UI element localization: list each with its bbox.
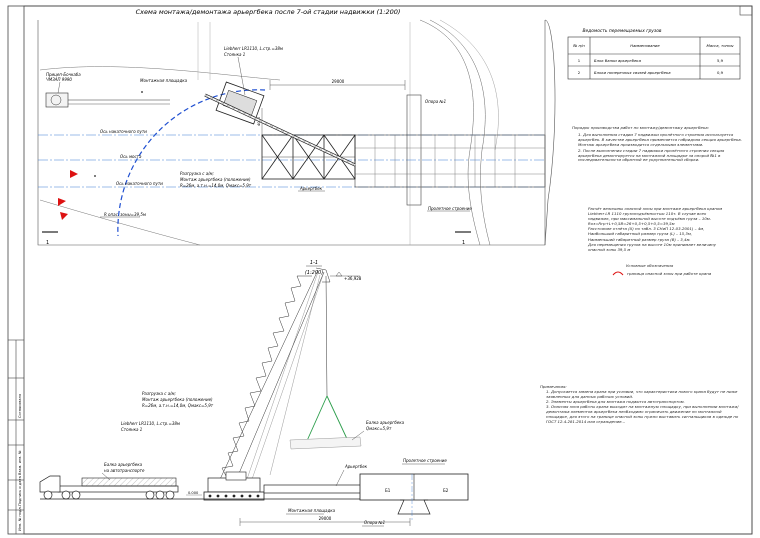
notes-block: Примечания: 1. Допускается замена крана … — [540, 384, 740, 424]
section-dim-29000: 29000 — [319, 516, 332, 521]
section-mark-left: 1 — [46, 240, 49, 246]
load-label-2: Qмакс=5,9т — [366, 426, 392, 431]
section-title: 1-1 — [310, 260, 318, 266]
procedure-item-2: 2. После выполнения стадии 7 надвижки пр… — [578, 147, 725, 163]
left-stamp: Инв. № подл. Подпись и дата Взам. инв. №… — [8, 339, 24, 534]
drawing-border — [23, 5, 753, 535]
plan-dim-29000: 29000 — [332, 79, 345, 84]
crane-spec-1: Liebherr LR1110, L.стр.=38м — [224, 46, 283, 51]
axis-track-label-2: Ось накаточного пути — [116, 181, 163, 186]
plan-sling-2: Монтаж арьергбека (положение) — [180, 177, 251, 182]
stamp-inv-label: Инв. № подл. — [18, 506, 22, 531]
trailer-label-1: Прицеп-Бочкаба — [46, 72, 81, 77]
trailer-label-2: ЧМЗАП 9990 — [46, 77, 72, 82]
zone-radius-label: R опас. зоны=39,5м — [104, 212, 146, 217]
drawing-title: Схема монтажа/демонтажа арьергбека после… — [136, 8, 401, 16]
support-label: Опора №1 — [425, 99, 446, 104]
calc-line: Rоз=Rгр+L+0,5B=26+0,5+0,5+0,5=39,5м — [588, 221, 675, 227]
table-caption: Ведомость перемещаемых грузов — [582, 28, 661, 34]
plan-view: Ось накаточного пути Ось моста Ось накат… — [37, 19, 556, 246]
procedure-heading: Порядок производства работ по монтажу/де… — [572, 125, 709, 130]
table-cell: 1 — [578, 58, 581, 63]
calc-line: Расстояние отлёта (Х) по табл. 3 СНиП 12… — [588, 226, 705, 232]
table-header-num: № п/п — [572, 43, 585, 48]
section-span-label: Пролетное строение — [403, 458, 447, 463]
table-header-mass: Масса, тонны — [706, 43, 733, 48]
loads-table: Ведомость перемещаемых грузов № п/п Наим… — [567, 28, 741, 80]
stamp-sign-label: Подпись и дата — [18, 476, 22, 506]
truck-label-2: на автотранспорте — [104, 468, 145, 473]
crane-plan — [204, 81, 356, 167]
legend-zone-symbol — [612, 271, 624, 276]
zone-arrow-3 — [60, 212, 68, 220]
calc-block: Расчёт величины опасной зоны при монтаже… — [588, 206, 748, 252]
hanging-load — [289, 436, 362, 450]
zone-arrow-2 — [58, 198, 66, 206]
span-label: Пролетное строение — [428, 206, 472, 211]
mount-area-label: Монтажная площадка — [140, 78, 188, 83]
tag-b1: Б1 — [385, 488, 391, 493]
crane-body — [203, 471, 265, 501]
crane-boom — [214, 267, 331, 491]
load-label-1: Балка арьергбека — [366, 420, 405, 425]
legend-heading: Условные обозначения — [626, 263, 674, 268]
plan-sling-3: R=26м, а.т.н.=14,0м, Qмакс=5,9т — [180, 183, 252, 188]
support-shape — [406, 94, 422, 206]
calc-line: Liebherr LR 1110 грузоподъёмностью 110т.… — [588, 211, 707, 217]
notes-item-1: 1. Допускается замена крана при условии,… — [546, 389, 738, 399]
arrierbek-label: Арьергбек — [299, 186, 323, 191]
section-sling-2: Монтаж арьергбека (положение) — [142, 397, 213, 402]
stamp-replace-label: Взам. инв. № — [18, 450, 22, 475]
legend-block: Условные обозначения граница опасной зон… — [612, 263, 752, 276]
calc-line: опасной зоны 39,5 м — [588, 246, 631, 252]
notes-heading: Примечания: — [540, 384, 567, 389]
section-mark-right: 1 — [462, 240, 465, 246]
top-level-mark: +36,928 — [344, 276, 362, 281]
calc-line: Наибольший габаритный размер груза (L) –… — [588, 231, 693, 237]
table-cell: Блоки поперечных связей арьергбека — [594, 70, 671, 75]
table-cell: 0,9 — [717, 70, 724, 75]
section-crane-spec-1: Liebherr LR1110, L.стр.=38м — [121, 421, 180, 426]
notes-item-2: 2. Элементы арьергбека для монтажа подаю… — [546, 399, 685, 404]
axis-bridge-label: Ось моста — [120, 154, 142, 159]
section-support-label: Опора №1 — [364, 520, 385, 525]
section-arrierbek-label: Арьергбек — [344, 464, 368, 469]
procedure-item-1: 1. Для выполнения стадии 7 надвижки прол… — [578, 131, 742, 147]
section-scale: (1:200) — [305, 270, 323, 276]
plan-sling-1: Разгрузка с а/м; — [180, 171, 215, 176]
section-mount-area: Монтажная площадка — [288, 508, 336, 513]
section-sling-3: R=26м, а.т.н.=14,0м, Qмакс=5,9т — [142, 403, 214, 408]
ground-level: 0.000 — [188, 491, 199, 495]
corner-box — [739, 5, 753, 16]
notes-item-3: 3. Опасная зона работы крана выходит на … — [546, 404, 739, 424]
section-crane-spec-2: Стоянка 1 — [121, 427, 142, 432]
stamp-agreed-label: Согласовано — [18, 394, 22, 418]
truck-beam — [81, 477, 177, 487]
axis-track-label-1: Ось накаточного пути — [100, 129, 147, 134]
table-cell: 5,9 — [717, 58, 724, 63]
table-cell: 2 — [578, 70, 581, 75]
section-arrierbek — [263, 484, 363, 494]
procedure-block: Порядок производства работ по монтажу/де… — [572, 125, 744, 163]
section-support — [397, 499, 431, 515]
slings — [305, 395, 349, 444]
legend-zone-label: граница опасной зоны при работе крана — [627, 270, 712, 276]
tag-b2: Б2 — [443, 488, 449, 493]
truck — [39, 475, 179, 500]
table-cell: Блок балки арьергбека — [594, 58, 642, 63]
calc-line: Для перемещения грузов на высоте 10м при… — [588, 241, 717, 247]
calc-line: надвижек, при максимальной высоте подъём… — [588, 216, 711, 222]
arrierbek-truss — [261, 134, 356, 180]
crane-spec-2: Стоянка 1 — [224, 52, 245, 57]
table-header-name: Наименование — [630, 43, 660, 48]
calc-line: Расчёт величины опасной зоны при монтаже… — [588, 206, 723, 211]
section-sling-1: Разгрузка с а/м; — [142, 391, 177, 396]
zone-arrow-1 — [70, 170, 78, 178]
calc-line: Наименьший габаритный размер груза (B) –… — [588, 236, 691, 242]
truck-label-1: Балка арьергбека — [104, 462, 143, 467]
